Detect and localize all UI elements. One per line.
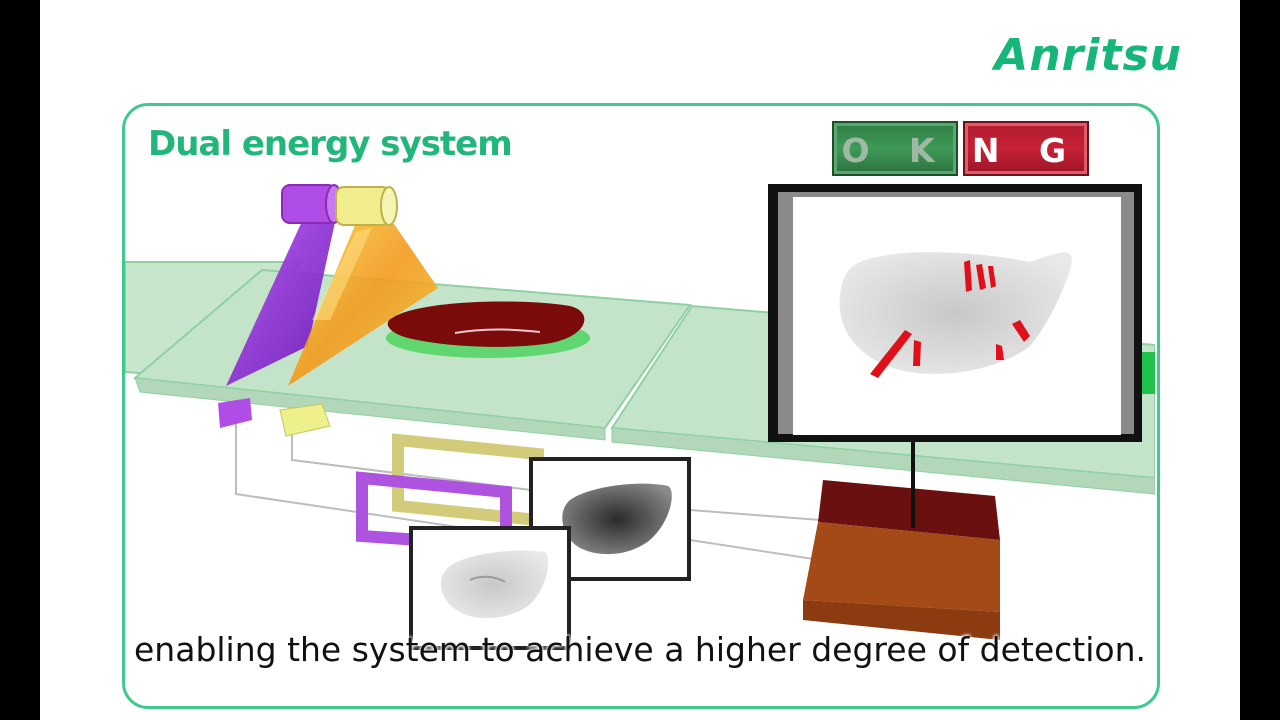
contaminant-marks (870, 260, 1030, 378)
subtitle-caption: enabling the system to achieve a higher … (134, 630, 1146, 669)
xray-beams (226, 215, 438, 386)
anritsu-logo: Anritsu (994, 30, 1182, 81)
controller-box (803, 480, 1000, 640)
xray-sources (281, 184, 398, 226)
high-energy-image (529, 457, 691, 581)
meat-product (386, 301, 590, 358)
line-sensors (218, 398, 331, 437)
inspection-monitor (768, 184, 1142, 442)
ok-indicator: O K (832, 121, 958, 176)
ng-indicator: N G (963, 121, 1089, 176)
panel-title: Dual energy system (148, 124, 513, 164)
low-energy-image (409, 526, 571, 650)
